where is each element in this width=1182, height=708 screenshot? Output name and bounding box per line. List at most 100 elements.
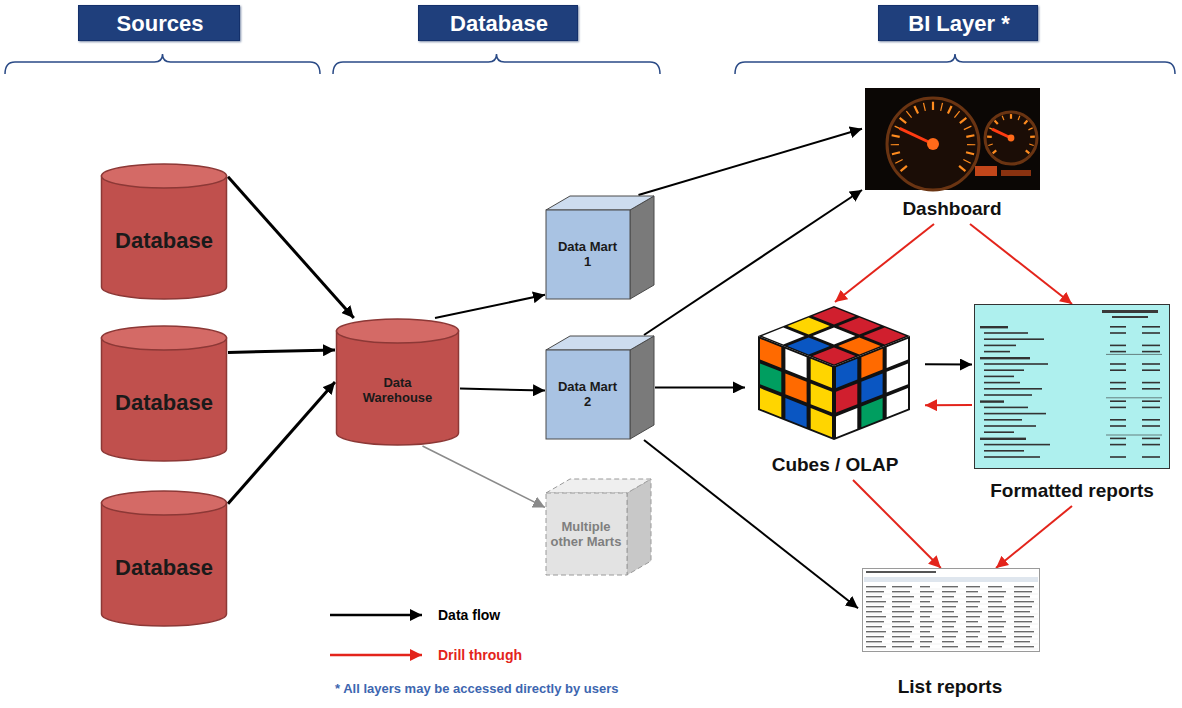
list-cell-line [1014, 611, 1030, 612]
cube-front [546, 493, 627, 575]
rubik-cell [861, 373, 882, 402]
node-text-area: Multiple other Marts [545, 493, 627, 576]
cylinder-body [102, 503, 227, 626]
report-text-line [984, 394, 1032, 396]
report-text-line [984, 388, 1042, 390]
node-label: Database [115, 555, 213, 580]
list-cell-line [966, 606, 978, 607]
list-cell-line [966, 631, 980, 632]
bracket [5, 54, 320, 74]
list-cell-line [920, 626, 932, 627]
formatted-report-image [975, 305, 1170, 469]
cylinder-body [102, 176, 227, 299]
report-number [1142, 351, 1160, 353]
data-mart-cube: Data Mart 1 [545, 195, 655, 300]
node-text-area: Data Warehouse [339, 344, 456, 438]
gauge-tick [1028, 128, 1032, 130]
gauge-tick [988, 144, 992, 145]
rubik-cell [785, 373, 806, 402]
gauge-tick [993, 150, 997, 153]
gauge-tick [1029, 144, 1033, 145]
gauge-tick [932, 102, 934, 110]
node-text-area: BI Layer * [879, 6, 1039, 42]
data-flow-arrow [925, 363, 972, 365]
drill-through-arrow [970, 224, 1072, 304]
list-cell-line [920, 586, 930, 587]
list-cell-line [966, 591, 978, 592]
report-number [1142, 456, 1160, 458]
formatted-report-node: Formatted reports [972, 304, 1172, 506]
report-text-line [984, 444, 1050, 446]
data-flow-arrow [644, 190, 862, 335]
list-row-rule [864, 609, 1038, 610]
list-cell-line [1014, 606, 1032, 607]
node-text-area: Formatted reports [972, 469, 1172, 506]
cube-side [630, 336, 654, 439]
legend-line-sample [330, 654, 422, 657]
list-cell-line [988, 616, 1002, 617]
rubik-cell [836, 359, 857, 388]
rubik-cell [760, 388, 781, 417]
gauge-tick [895, 159, 902, 163]
cylinder-body [102, 338, 227, 461]
data-flow-arrow [460, 388, 545, 390]
legend-label: Data flow [438, 607, 500, 623]
list-cell-line [892, 626, 914, 627]
node-label: Sources [117, 11, 204, 36]
report-text-line [984, 332, 1028, 334]
drill-through-arrow [996, 506, 1072, 568]
node-text-area: Database [104, 516, 224, 619]
report-number [1142, 438, 1160, 440]
report-rule [1106, 435, 1162, 436]
data-flow-arrow [228, 382, 335, 504]
list-cell-line [866, 626, 882, 627]
cube-side [630, 196, 654, 299]
list-cell-line [892, 636, 910, 637]
list-cell-line [920, 631, 930, 632]
node-text-area: Data Mart 1 [545, 210, 630, 300]
gauge-tick [954, 111, 959, 117]
rubik-cell [887, 339, 908, 368]
report-number [1142, 444, 1160, 446]
rubik-cell [811, 408, 832, 437]
report-number [1110, 382, 1126, 384]
list-cell-line [1014, 631, 1034, 632]
list-row-rule [864, 604, 1038, 605]
list-cell-line [988, 586, 1002, 587]
report-text-line [980, 438, 1026, 440]
list-cell-line [942, 611, 954, 612]
list-cell-line [966, 641, 982, 642]
list-cell-line [988, 591, 1006, 592]
gauge-tick [967, 144, 975, 145]
node-label: Database [450, 11, 548, 36]
list-cell-line [988, 641, 1004, 642]
report-text-line [984, 351, 1010, 353]
node-label: Cubes / OLAP [772, 454, 899, 476]
gauge-tick [966, 135, 974, 137]
node-label: Data Warehouse [358, 376, 438, 406]
list-cell-line [966, 626, 982, 627]
report-number [1110, 363, 1126, 365]
list-cell-line [866, 631, 886, 632]
report-text-line [980, 326, 1008, 328]
list-cell-line [920, 611, 932, 612]
database-cylinder: Data Warehouse [335, 318, 460, 446]
node-label: Data Mart 1 [558, 240, 618, 270]
gauge-tick [963, 159, 970, 163]
list-cell-line [942, 626, 954, 627]
list-cell-line [920, 606, 934, 607]
report-text-line [984, 431, 1014, 433]
report-text-line [984, 376, 1014, 378]
list-cell-line [1014, 621, 1032, 622]
list-cell-line [866, 601, 886, 602]
olap-cube-node: Cubes / OLAP [745, 302, 925, 480]
data-flow-arrow [655, 386, 745, 388]
rubik-cell [836, 383, 857, 412]
rubik-cell [811, 383, 832, 412]
list-row-rule [864, 634, 1038, 635]
list-title-line [866, 571, 936, 573]
node-label: BI Layer * [908, 11, 1010, 36]
cube-top [546, 336, 654, 350]
list-report-image [863, 569, 1040, 652]
list-cell-line [1014, 636, 1032, 637]
